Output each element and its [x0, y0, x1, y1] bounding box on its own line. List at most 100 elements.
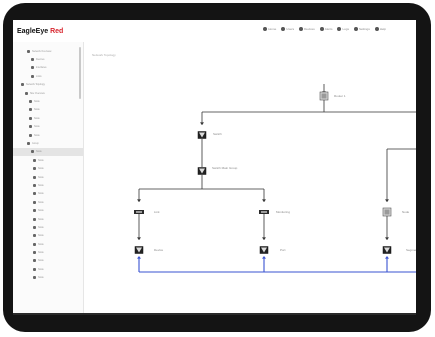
node-icon: [33, 175, 36, 179]
app-logo[interactable]: EagleEye Red: [17, 28, 63, 35]
sidebar-tree-label: Links: [36, 74, 42, 78]
sidebar-tree-item[interactable]: Node: [13, 114, 83, 122]
canvas-title: Network Topology: [92, 53, 116, 57]
monitor-icon: [299, 27, 304, 31]
node-inner: [384, 209, 390, 215]
nav-item-settings[interactable]: Settings: [353, 27, 370, 31]
sidebar-tree-item[interactable]: Node: [13, 106, 83, 114]
tablet-bezel-shadow: [13, 313, 416, 315]
nav-item-label: Alerts: [324, 27, 333, 31]
sidebar-tree-item[interactable]: Node: [13, 123, 83, 131]
sidebar-tree-label: Node: [38, 158, 44, 162]
node-icon: [31, 66, 34, 70]
sidebar-tree-item[interactable]: Node: [13, 257, 83, 265]
sidebar-tree-item[interactable]: Node: [13, 156, 83, 164]
sidebar-tree-label: Node: [38, 192, 44, 196]
node-icon: [33, 200, 36, 204]
nav-item-logs[interactable]: Logs: [337, 27, 349, 31]
arrow-head: [262, 237, 266, 240]
nav-item-users[interactable]: Users: [281, 27, 294, 31]
sidebar-tree-label: Devices: [36, 58, 45, 62]
switch-glyph: [136, 247, 142, 253]
sidebar-tree-label: Node: [38, 200, 44, 204]
sidebar-scrollbar[interactable]: [79, 47, 81, 99]
sidebar-tree-item[interactable]: Node: [13, 248, 83, 256]
user-icon: [281, 27, 286, 31]
sidebar-tree-label: Node: [38, 234, 44, 238]
sidebar-tree-label: Node: [38, 276, 44, 280]
sidebar-tree-item[interactable]: Node: [13, 131, 83, 139]
sidebar-tree-item[interactable]: Node: [13, 147, 83, 157]
node-label: Link: [154, 210, 160, 214]
top-navigation: Home Users Devices Alerts Logs Settings Help: [263, 27, 386, 31]
logo-accent: Red: [50, 28, 64, 35]
arrow-head: [262, 199, 266, 202]
sidebar-tree-item[interactable]: Node: [13, 190, 83, 198]
sidebar-tree-item[interactable]: Node: [13, 97, 83, 105]
sidebar-tree-item[interactable]: Devices: [13, 55, 83, 63]
sidebar-tree-label: Node: [38, 175, 44, 179]
sidebar-tree-label: Node: [34, 108, 40, 112]
list-icon: [337, 27, 342, 31]
node-label: Node: [402, 210, 410, 214]
node-label: Switch: [213, 132, 222, 136]
node-icon: [33, 267, 36, 271]
sidebar-tree-item[interactable]: Group: [13, 139, 83, 147]
nav-item-devices[interactable]: Devices: [299, 27, 315, 31]
sidebar-tree-item[interactable]: Links: [13, 72, 83, 80]
node-icon: [33, 276, 36, 280]
sidebar-tree-label: Node: [38, 242, 44, 246]
nav-item-label: Home: [268, 27, 277, 31]
sidebar-tree-item[interactable]: Node: [13, 223, 83, 231]
node-label: Router 1: [334, 94, 346, 98]
sidebar-tree-item[interactable]: Site Overview: [13, 89, 83, 97]
sidebar-tree-label: Node: [36, 150, 42, 154]
sidebar-tree-item[interactable]: Node: [13, 215, 83, 223]
sidebar-tree-item[interactable]: Node: [13, 206, 83, 214]
node-icon: [33, 209, 36, 213]
node-icon: [33, 158, 36, 162]
node-label: Switch Main Group: [212, 166, 238, 170]
sidebar-tree-item[interactable]: Node: [13, 274, 83, 282]
node-icon: [31, 74, 34, 78]
sidebar-tree-item[interactable]: Node: [13, 240, 83, 248]
sidebar-tree-item[interactable]: Node: [13, 181, 83, 189]
logo-primary: EagleEye: [17, 28, 49, 35]
nav-item-label: Users: [286, 27, 295, 31]
node-icon: [33, 234, 36, 238]
node-icon: [29, 100, 32, 104]
node-icon: [31, 58, 34, 62]
sidebar-tree-item[interactable]: Network Topology: [13, 81, 83, 89]
sidebar-tree-item[interactable]: Node: [13, 232, 83, 240]
nav-item-home[interactable]: Home: [263, 27, 276, 31]
node-label: Device: [154, 248, 164, 252]
node-icon: [33, 242, 36, 246]
alert-icon: [319, 27, 324, 31]
sidebar-tree-label: Interfaces: [36, 66, 47, 70]
arrow-head: [262, 256, 266, 259]
node-icon: [29, 125, 32, 129]
node-icon: [33, 183, 36, 187]
sidebar-tree-item[interactable]: Node: [13, 198, 83, 206]
node-icon: [27, 49, 30, 53]
top-bar: EagleEye Red Home Users Devices Alerts Logs S…: [13, 20, 416, 43]
node-inner: [321, 93, 327, 99]
switch-glyph: [199, 168, 205, 174]
arrow-head: [137, 237, 141, 240]
nav-item-alerts[interactable]: Alerts: [319, 27, 333, 31]
home-icon: [263, 27, 268, 31]
sidebar-tree-label: Group: [32, 141, 39, 145]
switch-glyph: [384, 247, 390, 253]
sidebar-tree-item[interactable]: Node: [13, 265, 83, 273]
node-icon: [25, 91, 28, 95]
sidebar-tree-item[interactable]: Interfaces: [13, 64, 83, 72]
sidebar-tree-item[interactable]: Node: [13, 164, 83, 172]
sidebar-tree-item[interactable]: Node: [13, 173, 83, 181]
nav-item-help[interactable]: Help: [374, 27, 386, 31]
sidebar-tree-label: Node: [38, 217, 44, 221]
node-icon: [33, 259, 36, 263]
sidebar-tree-item[interactable]: Network Overview: [13, 47, 83, 55]
